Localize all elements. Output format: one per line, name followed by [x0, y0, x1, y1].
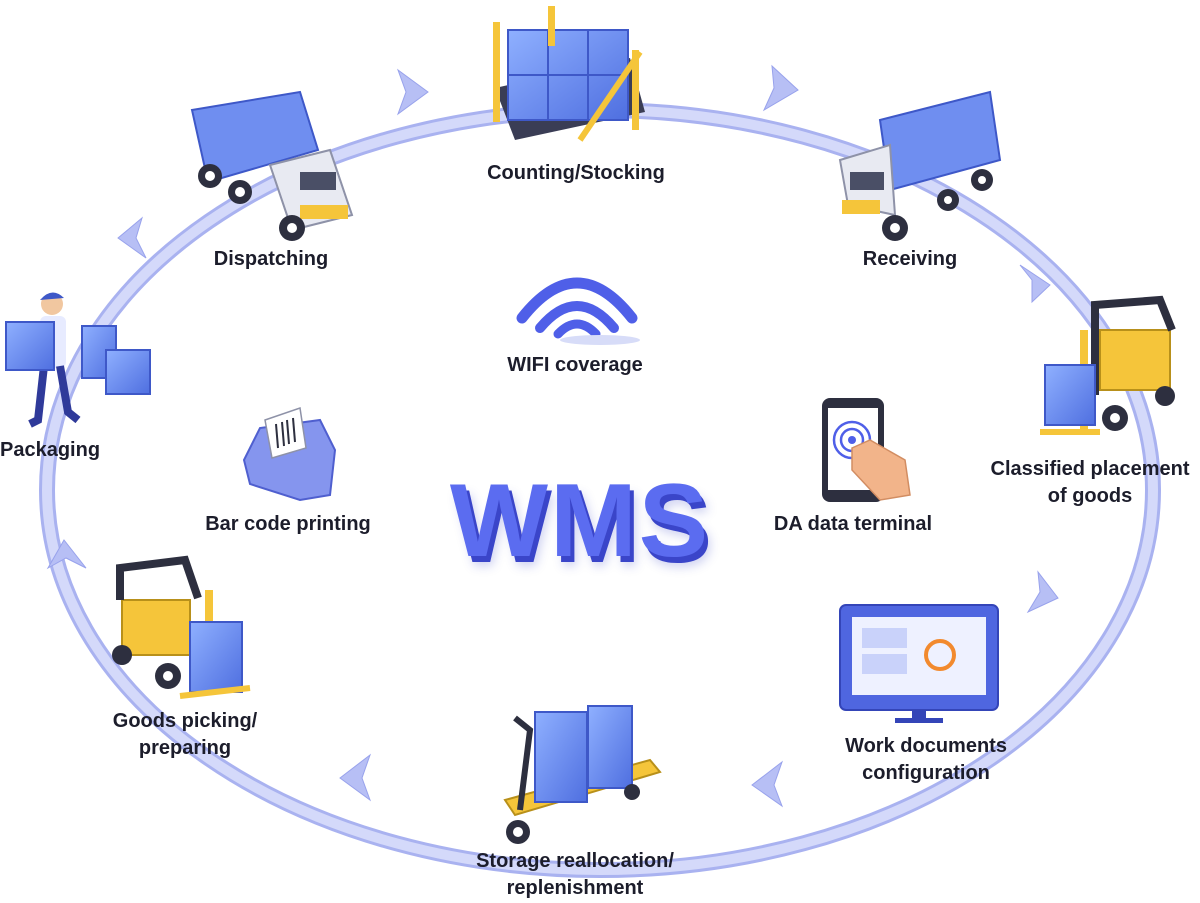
arrow-icon	[1019, 264, 1051, 304]
arrow-icon	[762, 64, 799, 112]
arrow-icon	[117, 216, 147, 259]
wifi-icon	[516, 277, 640, 345]
label-line: Goods picking/	[112, 710, 258, 732]
label-line: Storage reallocation/	[476, 850, 674, 872]
barcode-printer-icon	[242, 406, 337, 502]
label-wifi-coverage: WIFI coverage	[507, 354, 643, 376]
label-goods-picking: Goods picking/ preparing	[92, 708, 278, 762]
arrow-icon	[339, 753, 372, 802]
label-line: Work documents	[845, 735, 1007, 757]
forklift-icon	[1040, 295, 1176, 435]
label-da-data-terminal: DA data terminal	[773, 513, 933, 535]
truck-icon	[838, 90, 1002, 241]
label-bar-code-printing: Bar code printing	[205, 513, 371, 535]
truck-icon	[190, 90, 354, 241]
worker-boxes-icon	[5, 292, 151, 428]
monitor-icon	[839, 604, 999, 723]
arrow-icon	[751, 760, 784, 808]
label-receiving: Receiving	[862, 248, 958, 270]
label-counting-stocking: Counting/Stocking	[487, 162, 665, 184]
arrow-icon	[396, 68, 429, 116]
label-line: configuration	[862, 762, 990, 784]
arrow-icon	[46, 539, 87, 570]
label-line: Classified placement	[990, 458, 1190, 480]
label-storage-reallocation: Storage reallocation/ replenishment	[455, 848, 695, 902]
label-work-documents: Work documents configuration	[826, 733, 1026, 787]
label-classified-placement: Classified placement of goods	[980, 456, 1200, 510]
cycle-arrows	[46, 64, 1059, 808]
pallet-boxes-icon	[493, 6, 645, 142]
label-line: of goods	[1047, 485, 1133, 507]
smartphone-touch-icon	[822, 398, 911, 502]
label-packaging: Packaging	[0, 439, 101, 461]
wms-title: WMS	[449, 463, 711, 579]
label-dispatching: Dispatching	[213, 248, 329, 270]
label-line: preparing	[138, 737, 232, 759]
pallet-jack-icon	[503, 705, 662, 844]
arrow-icon	[1026, 570, 1059, 614]
forklift-icon	[112, 555, 251, 699]
label-line: replenishment	[506, 877, 644, 899]
